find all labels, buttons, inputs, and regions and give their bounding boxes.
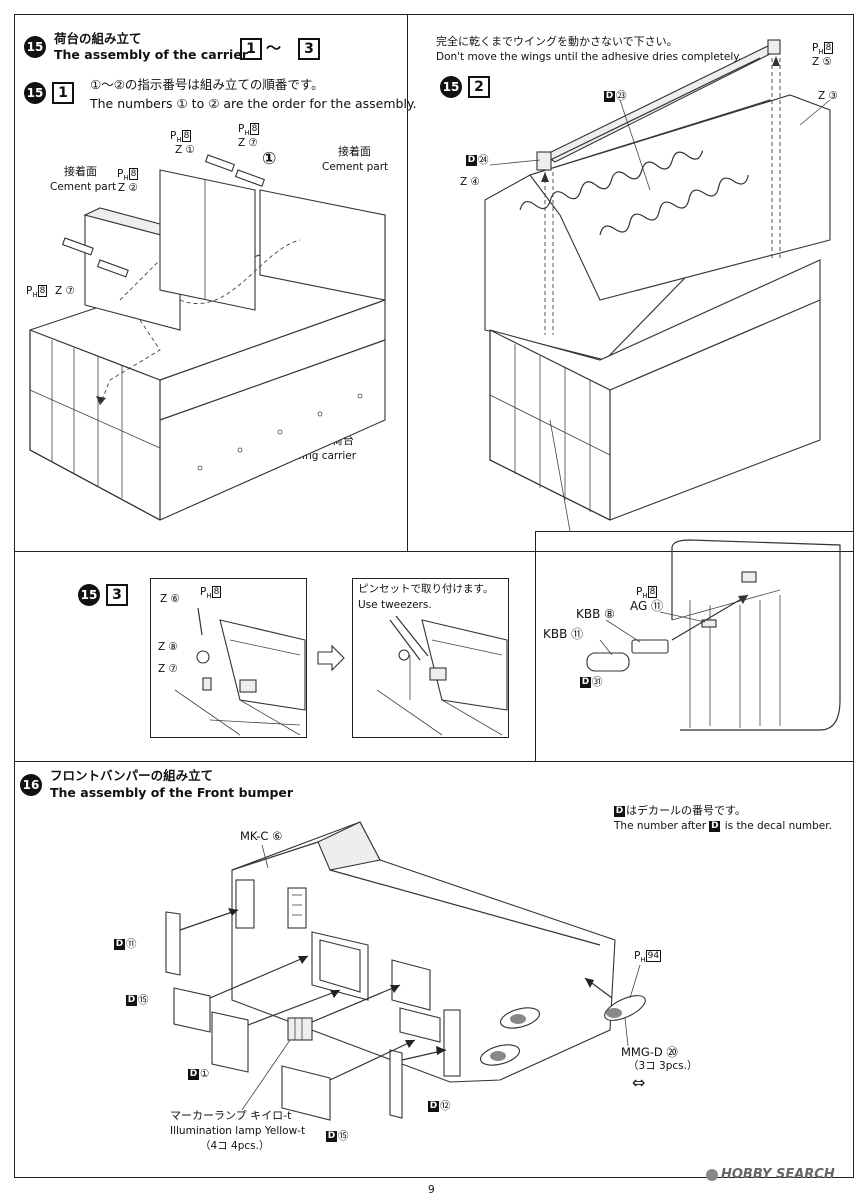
sub2-part-z5: Z ⑤ (812, 56, 832, 68)
sub2-warn-en: Don't move the wings until the adhesive … (436, 51, 742, 63)
step15-title-en: The assembly of the carrier (54, 47, 248, 62)
sub3-box: 3 (106, 584, 128, 606)
sub1-order-jp: ①〜②の指示番号は組み立ての順番です。 (90, 77, 324, 92)
step15-title-jp: 荷台の組み立て (54, 31, 142, 46)
sub3-after-box (352, 578, 509, 738)
step16-mmgd-qty: （3コ 3pcs.） (628, 1060, 698, 1072)
step16-lamp-en: Illumination lamp Yellow-t (170, 1125, 306, 1137)
step16-title-en: The assembly of the Front bumper (50, 785, 294, 800)
detail-ag: AG ⑪ (630, 599, 664, 613)
sub1-part-z7a: Z ⑦ (238, 137, 258, 149)
sub2-warn-jp: 完全に乾くまでウイングを動かさないで下さい。 (436, 35, 678, 48)
sub3-before-box (150, 578, 307, 738)
panel-step16 (14, 761, 854, 1178)
sub2-part-z3: Z ③ (818, 90, 838, 102)
watermark: HOBBY SEARCH (706, 1167, 835, 1183)
sub1-order1-b: ① (262, 149, 277, 169)
step16-title-jp: フロントバンパーの組み立て (50, 768, 214, 783)
step16-lamp-jp: マーカーランプ キイロ-t (170, 1109, 292, 1122)
sub1-box: 1 (52, 82, 74, 104)
sub3-part-z8: Z ⑧ (158, 641, 178, 653)
sub2-part-z4: Z ④ (460, 176, 480, 188)
page-number: 9 (428, 1184, 435, 1196)
panel-step15-2 (407, 14, 854, 552)
step16-decal-note-en: The number after D is the decal number. (614, 820, 832, 832)
detail-kbb11: KBB ⑪ (543, 627, 584, 641)
sub3-part-z6: Z ⑥ (160, 593, 180, 605)
step15-range-to: 3 (298, 38, 320, 60)
sub1-order-en: The numbers ① to ② are the order for the… (90, 96, 417, 111)
detail-kbb8: KBB ⑧ (576, 607, 615, 621)
step16-mmgd: MMG-D ⑳ (621, 1045, 678, 1059)
sub1-part-z2: Z ② (118, 182, 138, 194)
sub1-cement-en-left: Cement part (50, 181, 117, 193)
step15-number: 15 (24, 36, 46, 58)
sub1-number: 15 (24, 82, 46, 104)
step15-range-from: 1 (240, 38, 262, 60)
sub1-part-z1: Z ① (175, 144, 195, 156)
step15-range-sep: 〜 (266, 39, 282, 57)
sub1-cement-en-right: Cement part (322, 161, 389, 173)
sub1-cement-jp-left: 接着面 (64, 165, 97, 178)
sub2-box: 2 (468, 76, 490, 98)
sub3-tweezer-jp: ピンセットで取り付けます。 (358, 583, 494, 595)
sub1-part-z7b: Z ⑦ (55, 285, 75, 297)
watermark-logo-icon (706, 1168, 718, 1181)
step16-number: 16 (20, 774, 42, 796)
sub3-number: 15 (78, 584, 100, 606)
step16-double-arrow: ⇔ (632, 1073, 646, 1092)
step16-lamp-qty: （4コ 4pcs.） (200, 1140, 270, 1152)
sub3-part-z7: Z ⑦ (158, 663, 178, 675)
sub3-tweezer-en: Use tweezers. (358, 599, 432, 611)
sub2-number: 15 (440, 76, 462, 98)
sub1-cement-jp-right: 接着面 (338, 145, 371, 158)
step16-mkc: MK-C ⑥ (240, 829, 283, 843)
